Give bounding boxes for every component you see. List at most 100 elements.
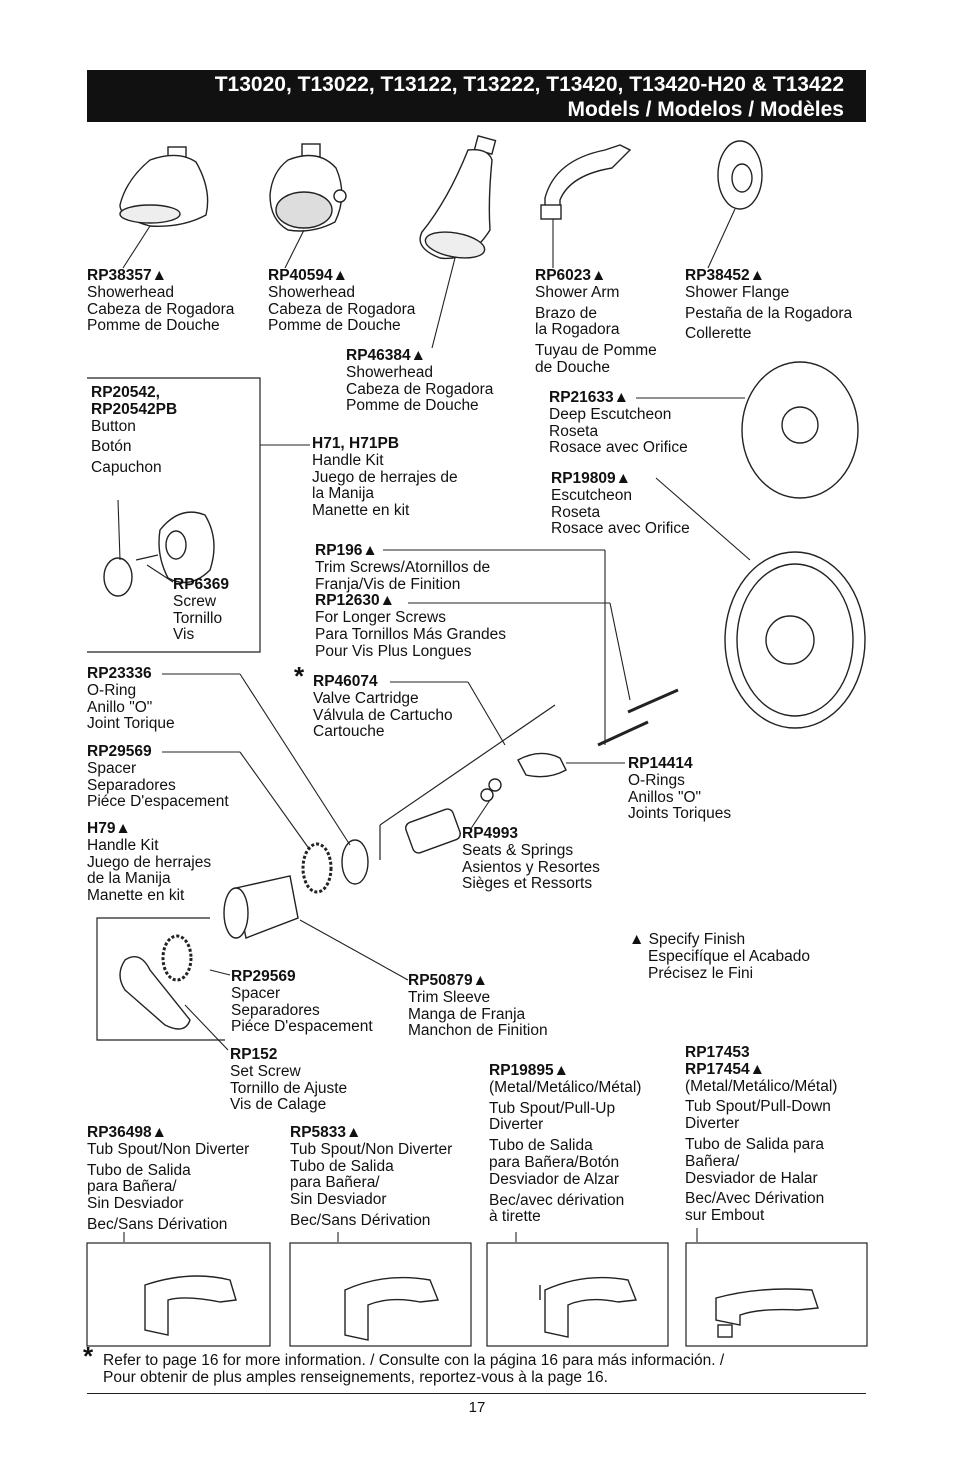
part-name-en-2: Diverter bbox=[489, 1116, 544, 1134]
part-name-fr: Bec/Avec Dérivation bbox=[685, 1190, 825, 1208]
part-name-fr: Pour Vis Plus Longues bbox=[315, 642, 472, 660]
part-name-es-2: Bañera/ bbox=[685, 1152, 740, 1170]
part-code: RP152 bbox=[230, 1046, 278, 1063]
part-name-es-3: Desviador de Alzar bbox=[489, 1170, 620, 1188]
part-name-en: Set Screw bbox=[230, 1062, 301, 1080]
part-code-2: RP20542PB bbox=[91, 400, 178, 418]
part-code: H79▲ bbox=[87, 820, 131, 837]
part-name-en: Tub Spout/Non Diverter bbox=[290, 1140, 453, 1158]
tub-spout-drawings bbox=[144, 1275, 819, 1341]
part-name-en: Shower Flange bbox=[685, 283, 790, 301]
part-name-fr: Vis de Calage bbox=[230, 1096, 327, 1114]
part-name-fr: Pomme de Douche bbox=[268, 317, 401, 335]
note-fr: Précisez le Fini bbox=[648, 964, 754, 982]
part-name-en: Spacer bbox=[87, 759, 137, 777]
showerhead-1-drawing bbox=[119, 146, 209, 227]
part-rp38452: RP38452▲ Shower Flange Pestaña de la Rog… bbox=[685, 267, 853, 343]
shower-arm-drawing bbox=[540, 144, 632, 220]
part-name-es: Tubo de Salida bbox=[87, 1161, 191, 1179]
part-code: RP196▲ bbox=[315, 542, 378, 559]
part-code: RP36498▲ bbox=[87, 1124, 167, 1141]
part-code: RP6023▲ bbox=[535, 267, 607, 284]
part-name-en: Shower Arm bbox=[535, 283, 620, 301]
part-name-en: Trim Sleeve bbox=[408, 988, 491, 1006]
part-material: (Metal/Metálico/Métal) bbox=[489, 1078, 642, 1096]
part-name-fr: Joints Toriques bbox=[628, 805, 732, 823]
note-es: Especifíque el Acabado bbox=[648, 947, 811, 965]
part-rp4993: RP4993 Seats & Springs Asientos y Resort… bbox=[462, 825, 600, 893]
part-name-fr-2: à tirette bbox=[489, 1208, 541, 1226]
tub-spout-boxes bbox=[86, 1242, 868, 1347]
part-name-fr: Tuyau de Pomme bbox=[535, 342, 657, 360]
part-name-en-2: Diverter bbox=[685, 1115, 740, 1133]
part-rp36498: RP36498▲ Tub Spout/Non Diverter Tubo de … bbox=[87, 1124, 249, 1234]
part-name-fr-2: sur Embout bbox=[685, 1207, 765, 1225]
part-rp19809: RP19809▲ Escutcheon Roseta Rosace avec O… bbox=[551, 470, 690, 538]
part-name-fr: Bec/avec dérivation bbox=[489, 1191, 625, 1209]
part-code: H71, H71PB bbox=[312, 435, 400, 452]
footer-divider bbox=[87, 1393, 866, 1394]
part-name-en: Valve Cartridge bbox=[313, 689, 419, 707]
part-name-fr: Pomme de Douche bbox=[87, 317, 220, 335]
part-rp46384: RP46384▲ Showerhead Cabeza de Rogadora P… bbox=[346, 347, 494, 415]
lever-handle-drawing bbox=[119, 934, 193, 1030]
part-name-es: Separadores bbox=[231, 1001, 320, 1019]
part-name-fr: Collerette bbox=[685, 325, 752, 343]
part-name-es: Botón bbox=[91, 438, 132, 456]
part-rp19895: RP19895▲ (Metal/Metálico/Métal) Tub Spou… bbox=[489, 1062, 642, 1226]
part-name-es-2: para Bañera/ bbox=[87, 1178, 177, 1196]
part-code: RP38357▲ bbox=[87, 267, 167, 284]
part-name-es: Cabeza de Rogadora bbox=[346, 380, 494, 398]
part-code: RP17453 bbox=[685, 1044, 750, 1061]
part-name-es-2: la Manija bbox=[312, 485, 375, 503]
part-code: RP19809▲ bbox=[551, 470, 631, 487]
part-name-fr: Manchon de Finition bbox=[408, 1022, 548, 1040]
part-h79: H79▲ Handle Kit Juego de herrajes de la … bbox=[87, 820, 211, 905]
part-rp17453: RP17453 RP17454▲ (Metal/Metálico/Métal) … bbox=[685, 1044, 837, 1225]
part-name-en: Spacer bbox=[231, 984, 281, 1002]
part-rp196: RP196▲ Trim Screws/Atornillos de Franja/… bbox=[315, 542, 506, 661]
part-name-es-2: para Bañera/Botón bbox=[489, 1153, 620, 1171]
part-code: RP4993 bbox=[462, 825, 519, 842]
leader-lines bbox=[117, 208, 751, 1242]
part-rp14414: RP14414 O-Rings Anillos "O" Joints Toriq… bbox=[628, 755, 732, 823]
part-name-en: Screw bbox=[173, 592, 217, 610]
part-name-en: Handle Kit bbox=[312, 451, 384, 469]
part-name-es-3: Sin Desviador bbox=[87, 1195, 184, 1213]
note-en: ▲ Specify Finish bbox=[629, 931, 746, 948]
part-name-fr: Rosace avec Orifice bbox=[549, 439, 688, 457]
part-rp23336: RP23336 O-Ring Anillo "O" Joint Torique bbox=[87, 665, 175, 733]
part-name-es: Juego de herrajes de bbox=[312, 468, 458, 486]
part-name-en: For Longer Screws bbox=[315, 609, 446, 627]
part-rp29569-a: RP29569 Spacer Separadores Piéce D'espac… bbox=[87, 743, 229, 811]
part-name-es: Pestaña de la Rogadora bbox=[685, 304, 853, 322]
asterisk-mark: * bbox=[294, 661, 305, 691]
footnote-line-2: Pour obtenir de plus amples renseignemen… bbox=[103, 1369, 608, 1386]
part-code: RP46384▲ bbox=[346, 347, 426, 364]
part-name-fr: Rosace avec Orifice bbox=[551, 520, 690, 538]
part-name-fr-2: de Douche bbox=[535, 358, 610, 376]
part-name-en: Deep Escutcheon bbox=[549, 405, 672, 423]
part-name-es: Tubo de Salida bbox=[489, 1137, 593, 1155]
part-name-fr: Bec/Sans Dérivation bbox=[290, 1211, 431, 1229]
part-rp21633: RP21633▲ Deep Escutcheon Roseta Rosace a… bbox=[549, 389, 688, 457]
part-name-es: Para Tornillos Más Grandes bbox=[315, 625, 506, 643]
part-name-es: Tubo de Salida bbox=[290, 1157, 394, 1175]
part-name-es-3: Sin Desviador bbox=[290, 1191, 387, 1209]
footnote-asterisk: * bbox=[83, 1341, 94, 1371]
part-name-en: O-Rings bbox=[628, 771, 685, 789]
part-name-es-2: la Rogadora bbox=[535, 321, 620, 339]
part-code: RP29569 bbox=[87, 743, 152, 760]
part-name-fr: Capuchon bbox=[91, 459, 162, 477]
part-rp38357: RP38357▲ Showerhead Cabeza de Rogadora P… bbox=[87, 267, 234, 335]
part-rp6369: RP6369 Screw Tornillo Vis bbox=[173, 576, 229, 644]
part-rp152: RP152 Set Screw Tornillo de Ajuste Vis d… bbox=[230, 1046, 347, 1114]
part-code: RP21633▲ bbox=[549, 389, 629, 406]
showerhead-3-drawing bbox=[419, 135, 497, 260]
page-number: 17 bbox=[468, 1399, 486, 1416]
part-name-es: Separadores bbox=[87, 776, 176, 794]
lever-handle-box bbox=[96, 917, 225, 1041]
part-code-rp12630: RP12630▲ bbox=[315, 592, 395, 610]
part-h71: H71, H71PB Handle Kit Juego de herrajes … bbox=[312, 435, 458, 520]
